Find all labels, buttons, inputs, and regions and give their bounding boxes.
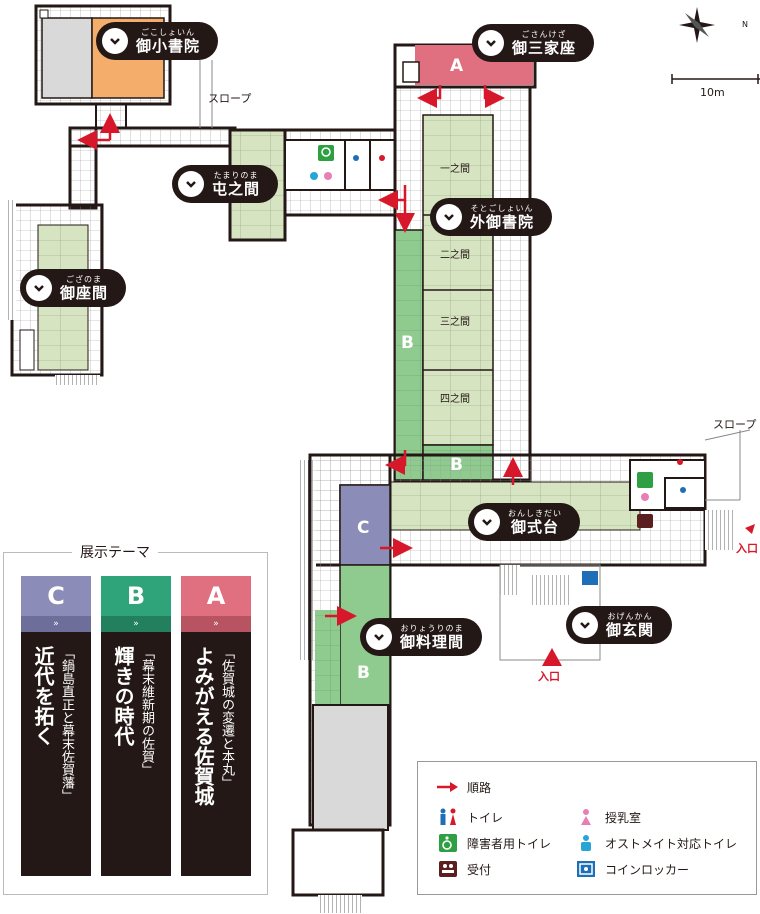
entrance-arrow-south xyxy=(542,648,562,666)
legend-accessible: 障害者用トイレ xyxy=(437,834,551,852)
nursing-room-icon xyxy=(575,808,597,826)
theme-c-title: 近代を拓く xyxy=(31,646,55,746)
main-east-wing xyxy=(393,43,537,482)
theme-b-letter: B xyxy=(101,576,171,616)
slope-label-east: スロープ xyxy=(713,418,757,431)
scale-bar xyxy=(671,74,760,84)
chevron-down-icon xyxy=(474,509,500,535)
theme-b-arrow: » xyxy=(101,616,171,632)
route-arrows xyxy=(77,85,523,626)
chevron-down-icon xyxy=(178,171,204,197)
zone-b-marker-3: B xyxy=(357,663,370,683)
legend-reception: 受付 xyxy=(437,860,491,878)
theme-title: 展示テーマ xyxy=(72,542,158,562)
zone-b-marker: B xyxy=(401,333,414,353)
legend-route: 順路 xyxy=(437,778,491,796)
north-label: N xyxy=(742,20,748,29)
label-goshoin[interactable]: ごこしょいん御小書院 xyxy=(96,22,219,60)
scale-label: 10m xyxy=(700,86,725,99)
label-tamarinoma[interactable]: たまりのま屯之間 xyxy=(172,165,279,203)
zone-b-marker-2: B xyxy=(450,455,463,475)
chevron-down-icon xyxy=(478,30,504,56)
theme-c-letter: C xyxy=(21,576,91,616)
toilet-icon xyxy=(437,808,459,826)
room-ni: 二之間 xyxy=(440,250,470,261)
legend-nursing: 授乳室 xyxy=(575,808,641,826)
theme-c-subtitle: 「鍋島直正と幕末佐賀藩」 xyxy=(59,646,74,802)
label-sotogoshoin[interactable]: そとごしょいん外御書院 xyxy=(430,198,553,236)
theme-a-subtitle: 「佐賀城の変遷と本丸」 xyxy=(219,646,234,789)
entrance-arrow-east xyxy=(745,524,755,534)
legend-toilet: トイレ xyxy=(437,808,503,826)
ostomate-icon xyxy=(575,834,597,852)
slope-label-west: スロープ xyxy=(208,92,252,105)
coin-locker-icon xyxy=(575,860,597,878)
wheelchair-icon xyxy=(437,834,459,852)
compass-icon xyxy=(679,7,715,43)
theme-a[interactable]: A » 「佐賀城の変遷と本丸」 よみがえる佐賀城 xyxy=(181,576,251,876)
theme-a-title: よみがえる佐賀城 xyxy=(191,646,215,806)
zone-a-marker: A xyxy=(450,56,464,76)
reception-icon xyxy=(437,860,459,878)
zone-c-marker: C xyxy=(357,518,370,538)
room-yon: 四之間 xyxy=(440,394,470,405)
route-arrow-icon xyxy=(437,778,459,796)
label-ogenkan[interactable]: おげんかん御玄関 xyxy=(566,606,673,644)
theme-a-letter: A xyxy=(181,576,251,616)
entrance-label-south: 入口 xyxy=(538,670,560,683)
label-gosanke[interactable]: ごさんけざ御三家座 xyxy=(472,24,595,62)
legend-ostomate: オストメイト対応トイレ xyxy=(575,834,737,852)
theme-b[interactable]: B » 「幕末維新期の佐賀」 輝きの時代 xyxy=(101,576,171,876)
chevron-down-icon xyxy=(572,612,598,638)
label-oryorinoma[interactable]: おりょうりのま御料理間 xyxy=(360,618,483,656)
entrance-label-east: 入口 xyxy=(736,542,758,555)
room-ichi: 一之間 xyxy=(440,164,470,175)
legend-locker: コインロッカー xyxy=(575,860,689,878)
room-san: 三之間 xyxy=(440,317,470,328)
map-facility-icons xyxy=(310,145,686,585)
chevron-down-icon xyxy=(366,624,392,650)
theme-a-arrow: » xyxy=(181,616,251,632)
chevron-down-icon xyxy=(436,204,462,230)
chevron-down-icon xyxy=(26,275,52,301)
theme-c[interactable]: C » 「鍋島直正と幕末佐賀藩」 近代を拓く xyxy=(21,576,91,876)
theme-b-title: 輝きの時代 xyxy=(111,646,135,746)
chevron-down-icon xyxy=(102,28,128,54)
label-onshikidai[interactable]: おんしきだい御式台 xyxy=(468,503,580,541)
theme-b-subtitle: 「幕末維新期の佐賀」 xyxy=(139,646,154,776)
theme-c-arrow: » xyxy=(21,616,91,632)
label-gozanoma[interactable]: ござのま御座間 xyxy=(20,269,127,307)
